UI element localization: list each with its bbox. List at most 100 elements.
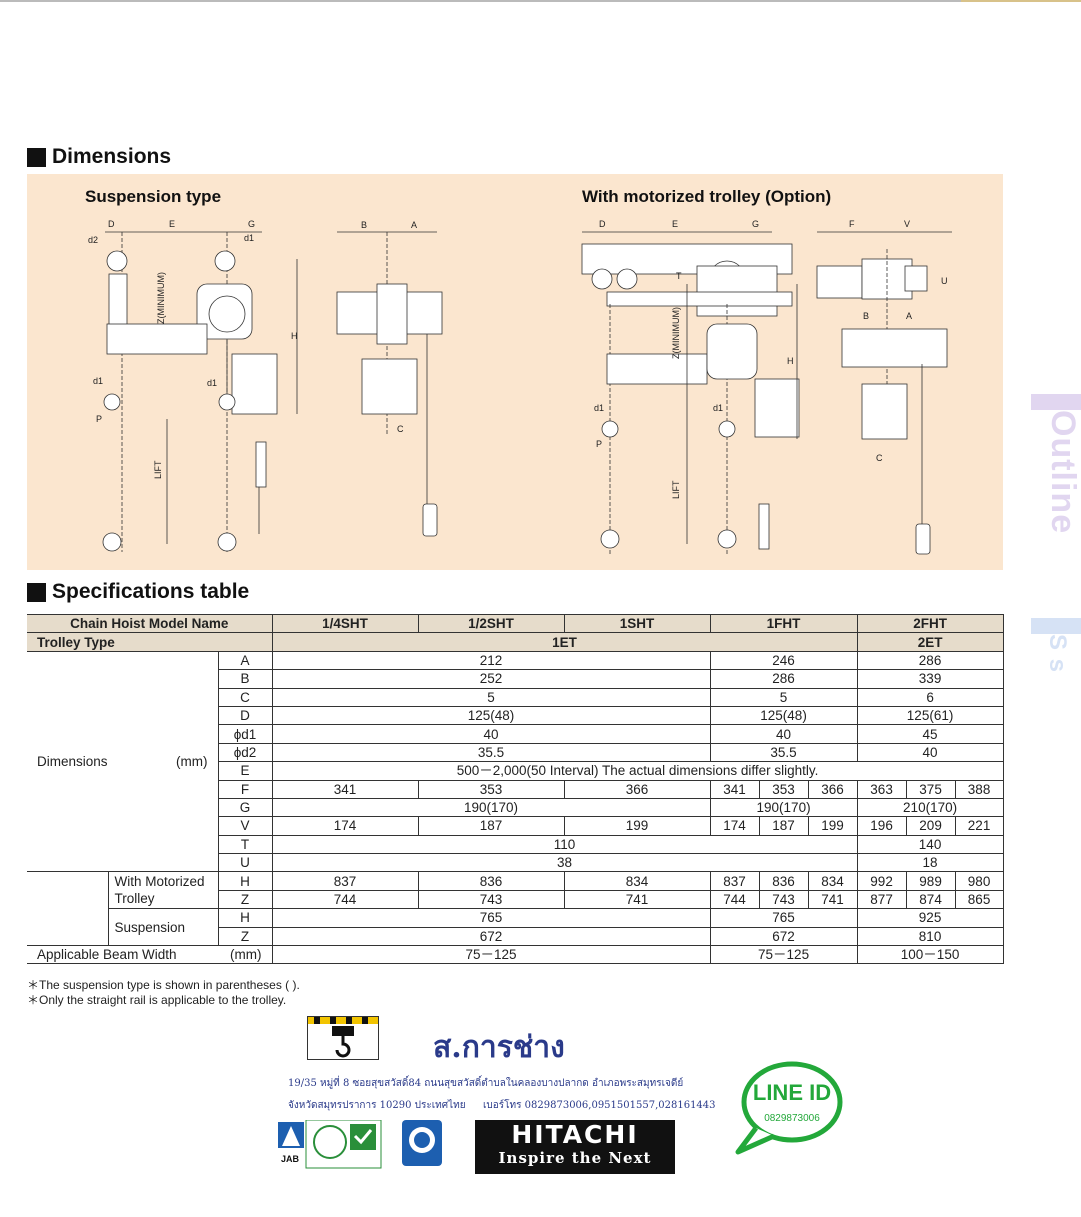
dim-value: 836 — [759, 871, 809, 891]
label-C-trolley: C — [876, 453, 883, 463]
trolley-type-2et: 2ET — [857, 632, 1004, 652]
header-model-label: Chain Hoist Model Name — [27, 613, 273, 634]
dim-key: C — [218, 687, 273, 707]
top-rule — [0, 0, 1081, 2]
dim-value: 366 — [808, 779, 858, 799]
dim-value: 246 — [710, 650, 858, 671]
dim-value: 40 — [710, 724, 858, 744]
dim-value: 6 — [857, 687, 1004, 707]
dim-value: 252 — [272, 669, 711, 689]
blank-cell — [27, 890, 109, 909]
dim-value: 187 — [418, 816, 565, 836]
line-id-number: 0829873006 — [764, 1113, 820, 1124]
dim-value: 672 — [710, 926, 858, 947]
label-lift: LIFT — [153, 460, 163, 479]
suspension-type-title: Suspension type — [85, 187, 222, 206]
label-lift-trolley: LIFT — [671, 480, 681, 499]
label-d1-trolley-right: d1 — [713, 403, 723, 413]
label-B-trolley: B — [863, 311, 869, 321]
speech-bubble-icon — [741, 1061, 843, 1143]
dim-key: Z — [218, 889, 273, 910]
dimensions-unit: (mm) — [176, 754, 208, 770]
dimensions-heading: Dimensions — [27, 145, 171, 169]
dim-value: 190(170) — [710, 797, 858, 818]
dim-value: 363 — [857, 779, 907, 799]
header-model: 1FHT — [710, 613, 858, 634]
dim-value: 125(48) — [272, 705, 711, 726]
side-tab-ss-bar — [1031, 618, 1081, 634]
note-line: ＊The suspension type is shown in parenth… — [27, 978, 300, 992]
dim-key: H — [218, 908, 273, 928]
label-D-trolley: D — [599, 219, 606, 229]
label-P-trolley: P — [596, 439, 602, 449]
crane-hook-logo — [307, 1016, 379, 1060]
note-line: ＊Only the straight rail is applicable to… — [27, 993, 287, 1007]
label-d1-left: d1 — [93, 376, 103, 386]
dim-key: F — [218, 779, 273, 799]
dim-value: 199 — [808, 816, 858, 836]
dim-value: 353 — [759, 779, 809, 799]
dim-value: 743 — [759, 889, 809, 910]
jab-mark-text: JAB — [281, 1154, 300, 1164]
dim-value: 744 — [710, 889, 760, 910]
jab-mark-icon: JAB — [278, 1122, 304, 1164]
motorized-trolley-label: With Motorized Trolley — [108, 871, 219, 910]
dim-value: 865 — [955, 889, 1004, 910]
dim-key: ϕd1 — [218, 724, 273, 744]
trolley-type-1et: 1ET — [272, 632, 858, 652]
table-row: Dimensions(mm) A 212 246 286 — [27, 650, 1004, 873]
dim-key: D — [218, 705, 273, 726]
label-d1-trolley-left: d1 — [594, 403, 604, 413]
label-D: D — [108, 219, 115, 229]
dim-value: 199 — [564, 816, 711, 836]
dim-value: 989 — [906, 871, 956, 891]
table-row: B 252 286 339 — [27, 669, 1004, 689]
side-tab-ss[interactable]: S s — [1031, 618, 1081, 673]
label-E: E — [169, 219, 175, 229]
dim-value: 743 — [418, 889, 565, 910]
label-G-trolley: G — [752, 219, 759, 229]
dim-value: 980 — [955, 871, 1004, 891]
header-model: 1/4SHT — [272, 613, 419, 634]
dim-value: 125(61) — [857, 705, 1004, 726]
dim-value: 75－125 — [272, 945, 711, 965]
dim-value: 18 — [857, 853, 1004, 873]
company-phone: เบอร์โทร 0829873006,0951501557,028161443 — [483, 1100, 716, 1111]
dim-value: 35.5 — [272, 742, 711, 763]
dim-value: 366 — [564, 779, 711, 799]
label-H-trolley: H — [787, 356, 794, 366]
dim-value: 209 — [906, 816, 956, 836]
table-row: ϕd2 35.5 35.5 40 — [27, 742, 1004, 763]
side-tab-outline[interactable]: Outline — [1031, 394, 1081, 534]
label-A-trolley: A — [906, 311, 912, 321]
dimension-letters: D E G d2 d1 d1 d1 P H LIFT Z(MINIMUM) B … — [88, 219, 948, 499]
blank-cell — [27, 908, 109, 928]
blank-cell — [27, 927, 109, 947]
crane-hook-icon — [308, 1017, 378, 1058]
dim-value: 221 — [955, 816, 1004, 836]
dim-value: 174 — [710, 816, 760, 836]
dim-value: 5 — [272, 687, 711, 707]
line-id-title: LINE ID — [753, 1080, 831, 1105]
dimensions-label: Dimensions — [37, 754, 108, 770]
dim-value: 992 — [857, 871, 907, 891]
dim-value: 500－2,000(50 Interval) The actual dimens… — [272, 761, 1004, 781]
dim-value: 286 — [710, 669, 858, 689]
dim-value: 100－150 — [857, 945, 1004, 965]
trolley-front-view — [581, 231, 800, 554]
dim-value: 744 — [272, 889, 419, 910]
dim-value: 140 — [857, 834, 1004, 855]
dim-value: 212 — [272, 650, 711, 671]
dim-value: 741 — [564, 889, 711, 910]
dimensions-panel: Suspension type With motorized trolley (… — [27, 174, 1003, 570]
hitachi-slogan: Inspire the Next — [498, 1149, 652, 1167]
label-T: T — [676, 271, 682, 281]
hitachi-brand: HITACHI — [511, 1120, 639, 1149]
dim-value: 5 — [710, 687, 858, 707]
header-model: 1/2SHT — [418, 613, 565, 634]
dim-value: 388 — [955, 779, 1004, 799]
dim-key: T — [218, 834, 273, 855]
beam-width-label: Applicable Beam Width — [37, 947, 177, 963]
label-zmin: Z(MINIMUM) — [156, 272, 166, 324]
table-row: Z 744 743 741 744 743 741 877 874 865 — [27, 889, 1004, 910]
